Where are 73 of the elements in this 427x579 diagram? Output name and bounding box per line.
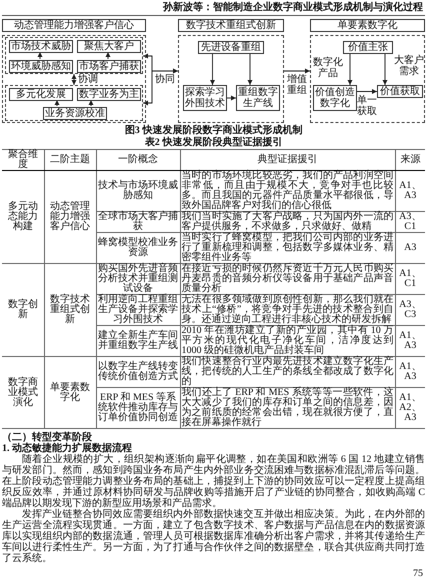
- table-cell: 建立全新生产车间并重组数字生产线: [96, 326, 180, 356]
- concept-box: 价值获取: [377, 85, 423, 98]
- table-cell: 蜂窝模型校准业务资源: [96, 232, 180, 264]
- table-cell: 当时实行了蜂窝模型，把我们公司内部的业务进行了重新梳理和调整，包括数字多媒体业务、精密零组件业务等: [180, 232, 395, 264]
- table-header-cell: 一阶概念: [96, 150, 180, 170]
- arrow: [210, 54, 215, 86]
- arrow: [72, 74, 76, 86]
- figure-caption: 图3 快速发展阶段数字商业模式形成机制: [124, 125, 304, 136]
- arrow: [88, 100, 94, 106]
- table-cell: A3、C1: [395, 212, 425, 232]
- table-cell: 在接近亏损的时候仍然斥资近千万元人民币购买丹麦昂贵的音频分析仪等设备用于基础产品声音质量分析: [180, 264, 395, 294]
- concept-box: 重组数字生产线: [236, 85, 280, 111]
- concept-box: 市场客户捕获: [77, 60, 141, 73]
- arrow: [142, 68, 178, 106]
- arrow: [284, 68, 310, 74]
- table-header-cell: 来源: [395, 150, 425, 170]
- table-cell: 技术与市场环境威胁感知: [96, 170, 180, 212]
- body-paragraph: 随着企业规模的扩大，组织架构逐渐向扁平化调整，如在美国和欧洲等 6 国 12 地建立销售与研发部门。然而，感知到跨国业务布局产生内外部业务交流困难与数据标准混乱滞后等问题。在上阶段动态管理能力调整业务布局的基础上，捕捉到上下游的协同效应可以一定程度上提高组织反应效率，并通过原材料协同研发与品牌收购等措施开启了产业链的协同整合，如收购高端 C 端品牌以期发现下游的新型应用场景和产品需求。: [2, 454, 425, 509]
- table-cell: 无法在很多领域做到原创性创新，那么我们就在技术上“修桥”，将竞争对手先进的技术整合到自身。还通过逆向工程进行非核心技术的研发拆解: [180, 294, 395, 326]
- table-cell: 我们还上了 ERP 和 MES 系统等等一些软件，这大大减少了我们的库存和订单之间的信息差，因为之前纸质的经常会出错，现在就很方便了，直接在屏幕操作就行: [180, 388, 395, 428]
- table-cell: 单要素数字化: [44, 356, 96, 428]
- running-head: 孙新波等：智能制造企业数字商业模式形成机制与演化过程: [162, 2, 423, 14]
- body-paragraph: 发挥产业链整合协同效应需要组织内外部数据快速交互并做出相应决策。为此，在内外部的生产运营全流程实现贯通。一方面，建立了包含数字技术、客户数据与产品信息在内的数据资源库以实现组织内部的数据流通，管理人员可根据数据库准确分析出客户需求，并将其传递给生产车间以进行柔性生产。另一方面，为了打通与合作伙伴之间的数据壁垒，联合其供应商共同打造了云系统。: [2, 509, 425, 564]
- arrow: [382, 54, 388, 86]
- table-header-cell: 二阶主题: [44, 150, 96, 170]
- subsection-heading: 1. 动态敏捷能力扩展数据流程: [2, 443, 133, 454]
- table-cell: 数字技术重组式创新: [44, 264, 96, 356]
- page-number: 75: [413, 568, 423, 579]
- panel-title: 数字技术重组式创新: [178, 19, 284, 32]
- table-title: 表2 快速发展阶段典型证据援引: [144, 137, 284, 148]
- concept-box: 先进设备重组: [198, 41, 264, 54]
- table-cell: 我们当时实施了大客户战略，只为国内外一流的客户提供服务，不求做多，只求做好、做精: [180, 212, 395, 232]
- table-cell: 我们快速整合行业内最先进技术建立数字化生产线，把传统的人工生产的条线全都改成了数字化的: [180, 356, 395, 388]
- section-heading: （二）转型变革阶段: [2, 432, 92, 443]
- edge-label: 大客户需求: [394, 55, 424, 77]
- table-cell: 全球市场大客户捕获: [96, 212, 180, 232]
- panel-title: 单要素数字化: [310, 19, 425, 32]
- table-cell: 数字商业模式演化: [2, 356, 44, 428]
- edge-label: 单一获取: [357, 95, 377, 117]
- dashed-group: [5, 85, 143, 121]
- arrow: [54, 100, 60, 106]
- concept-box: 聚焦大客户: [77, 40, 141, 53]
- arrow: [356, 89, 378, 94]
- edge-label: 协同: [155, 74, 175, 85]
- edge-label: 数字化产品: [313, 57, 343, 79]
- table-cell: 2010 年在潍坊建立了新的产业园，其中有 10 万平方米的现代化电子净化车间，洁净度达到 1000 级的硅微机电产品封装车间: [180, 326, 395, 356]
- table-cell: ERP 和 MES 等系统软件推动库存与订单价值协同创造: [96, 388, 180, 428]
- table-header-cell: 典型证据援引: [180, 150, 395, 170]
- arrow: [226, 96, 236, 100]
- arrow: [248, 54, 252, 86]
- arrow: [38, 52, 42, 60]
- concept-box: 环境威胁感知: [9, 60, 73, 73]
- table-cell: 多元动态能力构建: [2, 170, 44, 264]
- table-cell: 当时的市场环境比较恶劣，我们的产品利润空间非常低，而且由于规模不大，竞争对手也比较多。而且我国的元器件产品质量水平都很低，导致外国品牌客户对我们的信心很低: [180, 170, 395, 212]
- concept-box: 探索学习外围技术: [183, 85, 227, 111]
- edge-label: 增值重组: [287, 74, 307, 96]
- table-cell: 购买国外先进音频分析技术并重组测试设备: [96, 264, 180, 294]
- table-cell: 利用逆向工程重组生产设备并探索学习外围技术: [96, 294, 180, 326]
- concept-box: 价值主张: [343, 41, 393, 54]
- table-cell: 数字创新: [2, 264, 44, 356]
- panel-title: 动态管理能力增强客户信心: [2, 19, 146, 32]
- concept-box: 价值创造数字化: [313, 85, 357, 111]
- concept-box: 数字业务为主: [77, 88, 141, 101]
- arrow: [348, 54, 352, 86]
- table-cell: 以数字生产线转变传统价值创造方式: [96, 356, 180, 388]
- dashed-group: [5, 37, 143, 74]
- arrow: [106, 52, 110, 60]
- concept-box: 业务资源校准: [43, 107, 107, 120]
- table-cell: 动态管理能力增强客户信心: [44, 170, 96, 264]
- concept-box: 市场技术威胁: [9, 40, 73, 53]
- table-header-cell: 聚合维度: [2, 150, 44, 170]
- edge-label: 协调: [78, 74, 98, 85]
- concept-box: 多元化发展: [9, 88, 73, 101]
